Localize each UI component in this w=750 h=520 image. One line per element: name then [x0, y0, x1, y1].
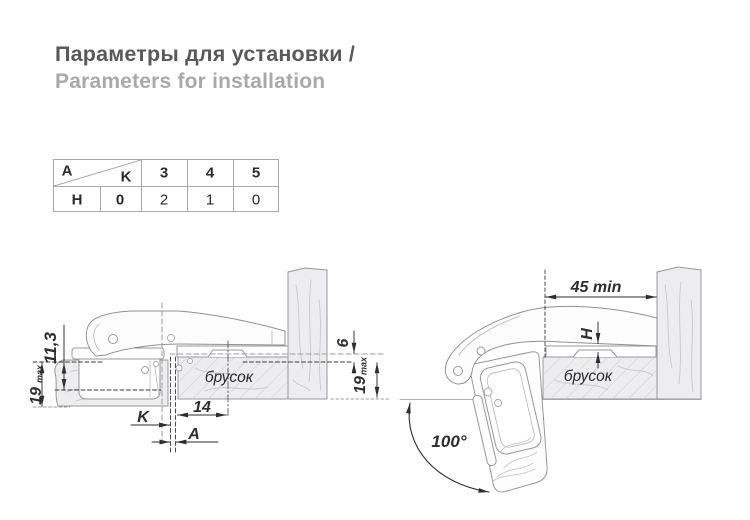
hinge-arm: [444, 305, 658, 385]
closed-hinge-diagram: 11,3 19 max K 14 A 6 19 max брусок: [28, 267, 391, 453]
screw-hole: [141, 366, 149, 374]
dim-angle: 100°: [431, 432, 466, 451]
opening-angle-arc: [406, 402, 490, 493]
table-grid-line: [233, 160, 234, 211]
page-title: Параметры для установки /: [55, 42, 356, 66]
dim-45min: 45 min: [570, 279, 622, 296]
table-corner-a: A: [61, 162, 73, 180]
table-grid-line: [54, 186, 278, 187]
mounting-plate: [176, 345, 289, 358]
table-grid-line: [100, 186, 101, 211]
hinge-pivot-hole: [108, 334, 118, 344]
hinge-cup: [71, 347, 165, 400]
block-label: брусок: [564, 368, 613, 385]
dim-offset-6: 6: [335, 338, 352, 347]
screw-hole: [187, 358, 193, 364]
screw-hole: [483, 387, 493, 397]
dim-cup-depth: 11,3: [41, 332, 60, 364]
table-col-k4: 4: [205, 164, 215, 182]
block-label: брусок: [205, 369, 254, 386]
table-h-zero: 0: [115, 191, 125, 209]
dimension-lines: [406, 294, 657, 493]
table-h-value: 0: [251, 191, 261, 209]
cabinet-side-panel: [287, 267, 328, 400]
table-col-k5: 5: [251, 164, 261, 182]
arm-hole: [476, 346, 486, 356]
open-door: [468, 351, 548, 493]
mounting-plate: [545, 345, 657, 358]
table-grid-line: [141, 160, 142, 211]
dim-thickness-max: max: [34, 364, 44, 383]
dim-h: H: [579, 328, 596, 340]
hinge-pivot-hole: [453, 366, 463, 376]
table-row-label-h: H: [71, 191, 83, 209]
reference-lines: [32, 302, 391, 453]
page-subtitle: Parameters for installation: [55, 70, 326, 93]
table-h-value: 1: [205, 191, 215, 209]
dim-thickness: 19: [28, 387, 45, 405]
dim-a: A: [187, 426, 200, 443]
dim-14: 14: [193, 399, 211, 416]
table-grid-line: [187, 160, 188, 211]
parameters-table: A K 3 4 5 H 0 2 1 0: [53, 159, 279, 212]
dimension-lines: [39, 324, 380, 445]
open-hinge-diagram: 45 min H 100° брусок: [399, 266, 702, 493]
hinge-arm: [85, 310, 286, 374]
screw-hole: [153, 361, 159, 367]
table-h-value: 2: [159, 191, 169, 209]
table-diagonal: [54, 160, 141, 186]
dim-k: K: [137, 409, 150, 426]
table-col-k3: 3: [159, 164, 169, 182]
table-corner-k: K: [120, 168, 132, 186]
arm-hole: [167, 334, 175, 342]
dim-thickness-right: 19: [352, 376, 369, 394]
screw-hole: [175, 364, 183, 372]
mounting-block: [177, 355, 289, 400]
mounting-block: [542, 356, 658, 400]
dim-thickness-right-max: max: [358, 356, 368, 375]
screw-hole: [494, 399, 502, 407]
cabinet-side-panel: [656, 266, 702, 400]
